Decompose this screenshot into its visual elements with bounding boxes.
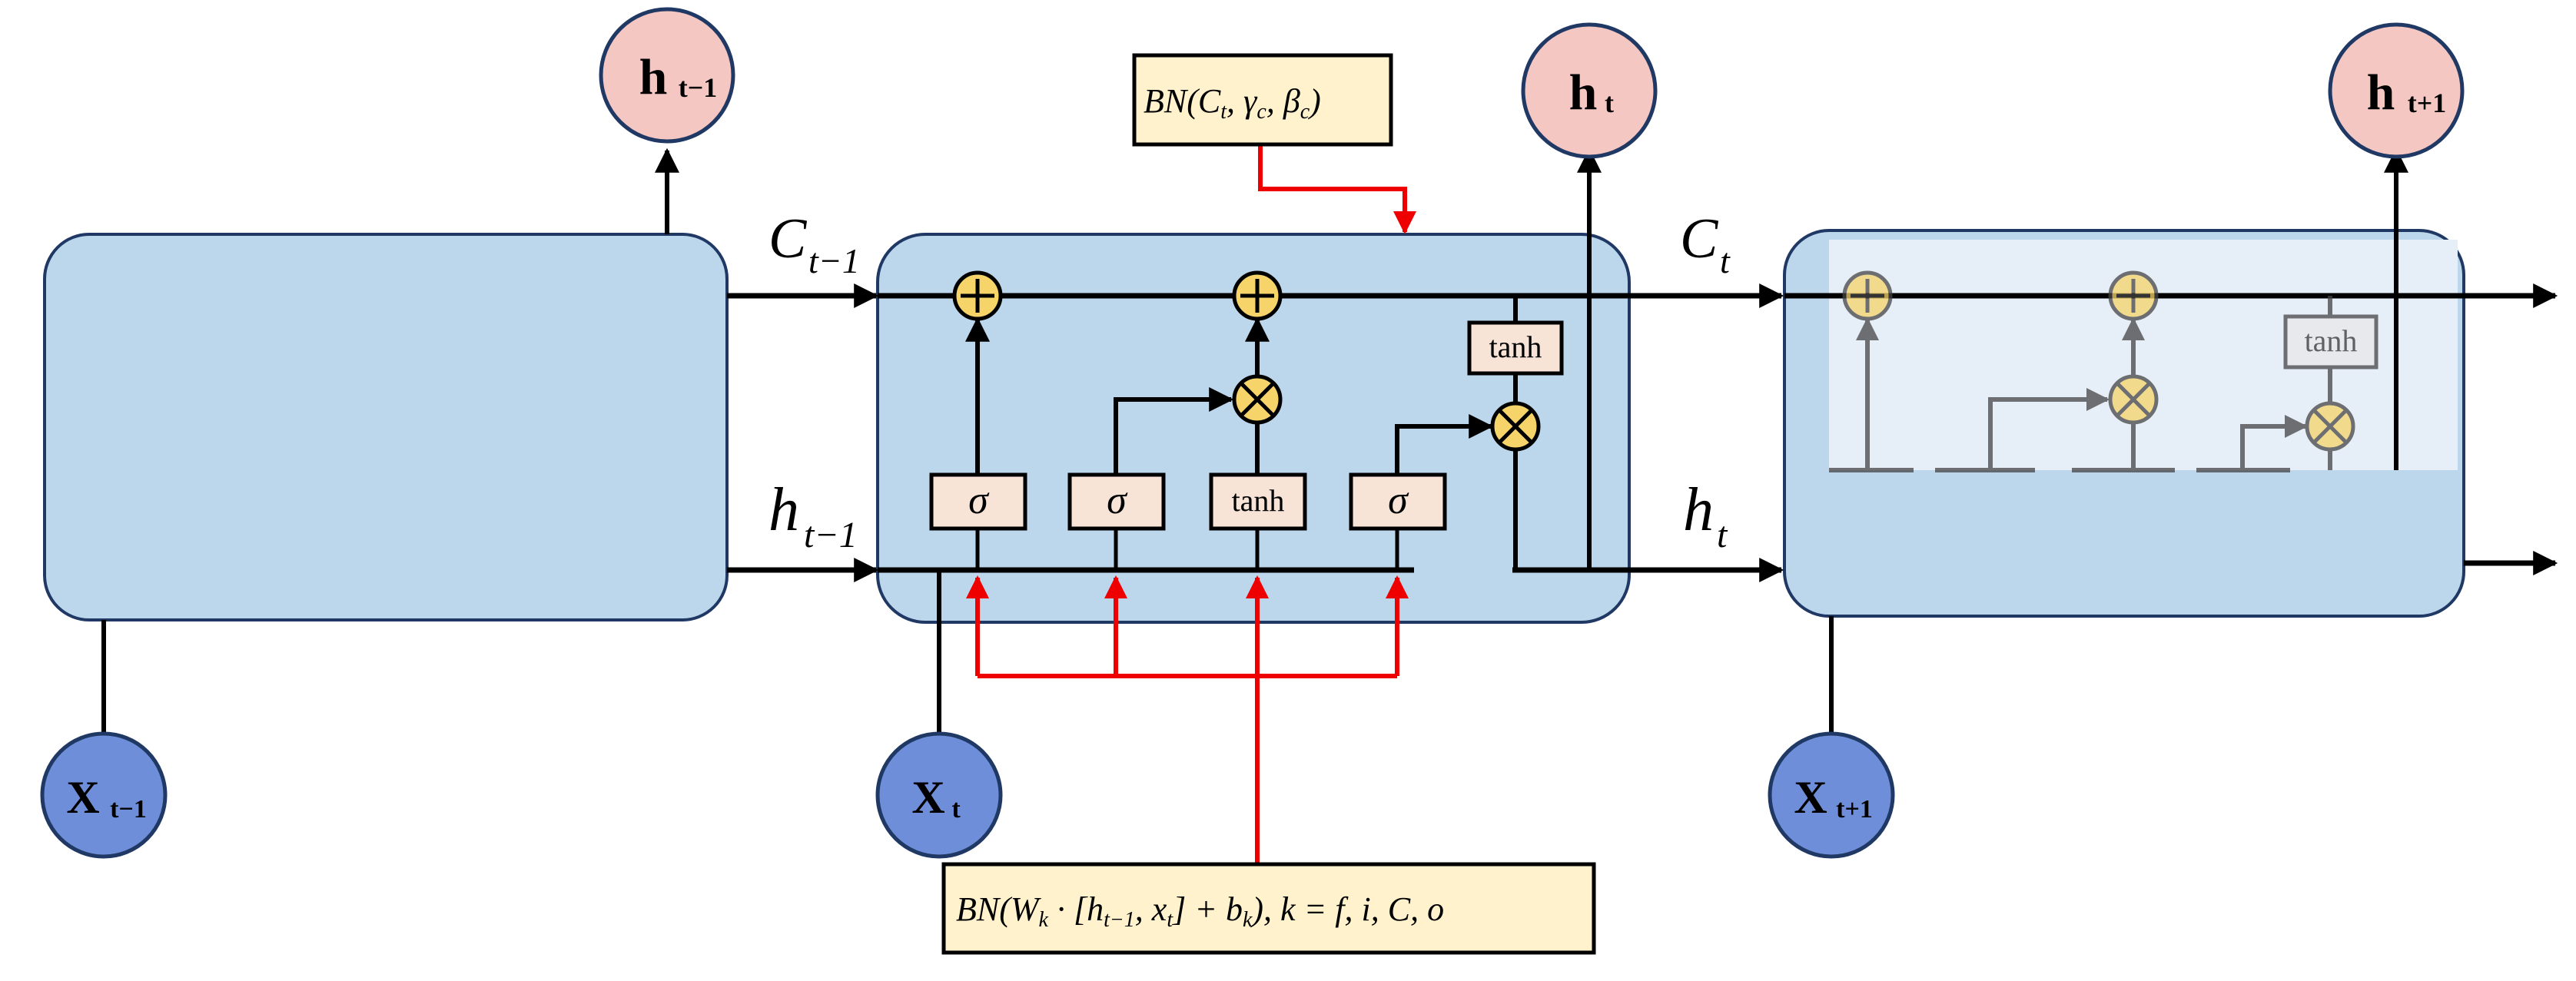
svg-text:tanh: tanh [1232,483,1285,518]
gate-output: σ [1349,472,1447,531]
gate-input: σ [1067,472,1166,531]
svg-text:t+1: t+1 [2408,88,2447,118]
svg-text:C: C [768,207,808,270]
input-node-prev: X t−1 [40,731,168,859]
svg-text:X: X [911,772,944,823]
svg-text:t−1: t−1 [804,515,858,555]
input-gate-path [1114,387,1234,475]
output-gate-path [1395,414,1494,475]
svg-text:σ: σ [968,479,990,522]
plus-operator-forget [952,270,1003,321]
h-output-path [1513,448,1589,572]
svg-text:t−1: t−1 [110,795,147,824]
svg-text:σ: σ [1388,479,1409,522]
svg-text:t: t [951,795,961,824]
input-node-next: X t+1 [1768,731,1895,859]
input-node-cur: X t [875,731,1003,859]
svg-text:h: h [639,49,668,105]
svg-text:h: h [1569,65,1598,121]
cell-prev [43,233,729,621]
svg-text:tanh: tanh [2305,323,2358,358]
svg-text:t: t [1720,241,1731,280]
gate-forget: σ [929,472,1027,531]
svg-text:BN(Ct, γc, βc): BN(Ct, γc, βc) [1144,82,1321,124]
times-operator-output [1490,401,1541,452]
svg-text:tanh: tanh [1489,330,1542,364]
bn-top-box: BN(Ct, γc, βc) [1132,53,1393,147]
svg-text:t+1: t+1 [1836,795,1873,824]
svg-text:h: h [2367,65,2395,121]
svg-text:h: h [768,476,799,544]
hidden-node-cur: h t [1521,22,1658,159]
next-cell-internals: tanh [1829,270,2378,472]
hidden-node-next: h t+1 [2328,22,2465,159]
svg-text:σ: σ [1107,479,1128,522]
svg-text:t: t [1717,515,1728,555]
svg-text:X: X [1794,772,1827,823]
svg-text:BN(Wk · [ht−1, xt] + bk), k =: BN(Wk · [ht−1, xt] + bk), k = f, i, C, o [956,890,1444,932]
svg-text:X: X [66,772,99,823]
hidden-node-prev: h t−1 [599,7,735,144]
svg-text:C: C [1680,207,1719,270]
label-h-cur: h t [1683,476,1728,555]
times-operator-input [1232,374,1283,425]
cell-state-tanh: tanh [1467,320,1564,376]
svg-text:t: t [1605,88,1614,118]
bn-bottom-box: BN(Wk · [ht−1, xt] + bk), k = f, i, C, o [941,862,1596,955]
gate-candidate-tanh: tanh [1209,472,1307,531]
label-h-prev: h t−1 [768,476,858,555]
plus-operator-input [1232,270,1283,321]
label-c-cur: C t [1680,207,1731,280]
label-c-prev: C t−1 [768,207,860,280]
svg-text:t−1: t−1 [808,241,860,280]
svg-text:t−1: t−1 [679,72,718,103]
svg-text:h: h [1683,476,1714,544]
bn-top-routing [1258,144,1416,234]
